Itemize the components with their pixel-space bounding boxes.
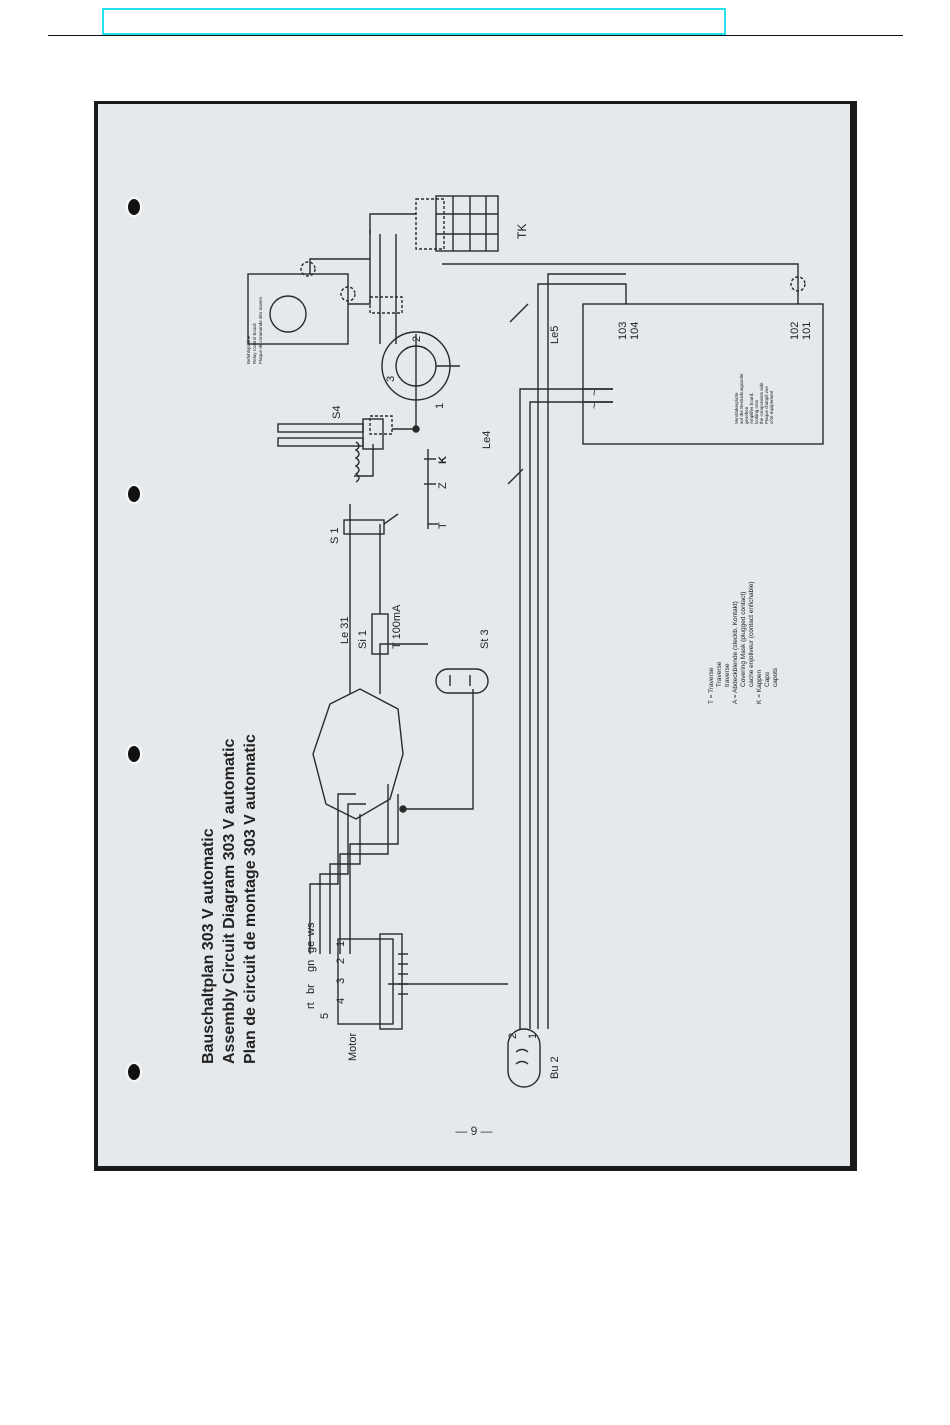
- le31-label: Le 31: [339, 616, 351, 644]
- tube-pin-2: 2: [411, 336, 423, 342]
- motor-body: [337, 938, 394, 1025]
- wire-rt: rt: [305, 1002, 317, 1009]
- ac-symbol-1: ~: [589, 390, 601, 396]
- st3-label: St 3: [479, 629, 491, 649]
- motor-winding: [379, 933, 403, 1030]
- tk-label: TK: [515, 224, 529, 239]
- tube-pin-3: 3: [385, 376, 397, 382]
- legend-t: T = Traverse: [708, 667, 715, 704]
- bu2-pin-1: 1: [527, 1033, 539, 1039]
- labels: Motor 5 4 3 2 1 rt br gn ge ws Bu 2 2 1 …: [246, 224, 813, 1079]
- header-rule: [48, 35, 903, 36]
- t-label: T: [437, 522, 449, 529]
- ac-symbol-2: ~: [589, 403, 601, 409]
- amp-board-note-4: Amplifier board,: [749, 392, 754, 424]
- terminal-104: 104: [629, 322, 641, 340]
- amp-board-note-2: auf der Bestückungsseite: [739, 373, 744, 424]
- tube-pin-1: 1: [434, 403, 446, 409]
- header-box: [102, 8, 726, 35]
- s1-label: S 1: [329, 527, 341, 544]
- motor-terminal-3: 3: [335, 978, 347, 984]
- page-number: — 9 —: [455, 1124, 493, 1138]
- terminal-103: 103: [617, 322, 629, 340]
- tk-connector: [435, 195, 499, 252]
- z-label: Z: [437, 482, 449, 489]
- spring: [354, 441, 360, 483]
- legend-k-en: Caps: [764, 671, 771, 687]
- legend-t-en: Traverse: [716, 661, 723, 687]
- wire-br: br: [305, 984, 317, 994]
- amplifier-board: [582, 303, 824, 445]
- le5-label: Le5: [549, 326, 561, 344]
- relay-board-note-1: Befehlsplatine: [246, 335, 251, 364]
- wire-gn: gn: [305, 960, 317, 972]
- fuse-rating: T 100mA: [391, 604, 403, 649]
- punch-hole: [128, 1064, 140, 1080]
- amp-board-note-8: côté équipement: [769, 390, 774, 424]
- legend-a: A = Abdeckblende (steckb. Kontakt): [732, 601, 739, 704]
- bu2-socket: [507, 1028, 541, 1088]
- motor-terminal-5: 5: [319, 1013, 331, 1019]
- amp-board-note-5: looking onto: [754, 399, 759, 424]
- motor-label: Motor: [347, 1033, 359, 1061]
- amp-board-note-1: Verstärkerplatte: [734, 392, 739, 424]
- switch-s4: [362, 418, 384, 450]
- paper-sheet: Bauschaltplan 303 V automatic Assembly C…: [98, 104, 850, 1166]
- switch-s1: [343, 519, 385, 535]
- wire-ws: ws: [305, 922, 317, 937]
- relay-board-note-3: Plaque de commande des travers: [258, 296, 263, 364]
- relay-control-board: [247, 273, 349, 345]
- amp-board-note-6: the components side: [759, 382, 764, 424]
- legend-k: K = Kappen: [756, 669, 763, 704]
- terminal-101: 101: [801, 322, 813, 340]
- bu2-pin-2: 2: [507, 1033, 519, 1039]
- motor-terminal-2: 2: [335, 958, 347, 964]
- k-label: K: [437, 456, 449, 464]
- s4-label: S4: [331, 406, 343, 419]
- motor-terminal-4: 4: [335, 998, 347, 1004]
- relay-board-note-2: Relay Control Board: [252, 323, 257, 364]
- st3-plug: [435, 668, 489, 694]
- punch-hole: [128, 486, 140, 502]
- octal-socket: [312, 688, 404, 820]
- scanned-page: Bauschaltplan 303 V automatic Assembly C…: [94, 101, 857, 1171]
- amp-board-note-3: gesehen: [744, 406, 749, 424]
- motor-terminal-1: 1: [335, 941, 347, 947]
- fuse-label: Si 1: [357, 630, 369, 649]
- legend-a-en: Covering Mask (plugged contact): [740, 592, 747, 687]
- le4-label: Le4: [481, 431, 493, 449]
- punch-hole: [128, 199, 140, 215]
- terminal-102: 102: [789, 322, 801, 340]
- wire-ge: ge: [305, 941, 317, 953]
- bu2-label: Bu 2: [549, 1056, 561, 1079]
- punch-hole: [128, 746, 140, 762]
- amp-board-note-7: Plaque d'ampli vue: [764, 386, 769, 424]
- circuit-diagram: Motor 5 4 3 2 1 rt br gn ge ws Bu 2 2 1 …: [246, 195, 824, 1088]
- legend-a-fr: cache enjoliveur (contact enfichable): [748, 581, 755, 687]
- legend-k-fr: capots: [772, 667, 779, 687]
- legend-t-fr: traverse: [724, 663, 731, 687]
